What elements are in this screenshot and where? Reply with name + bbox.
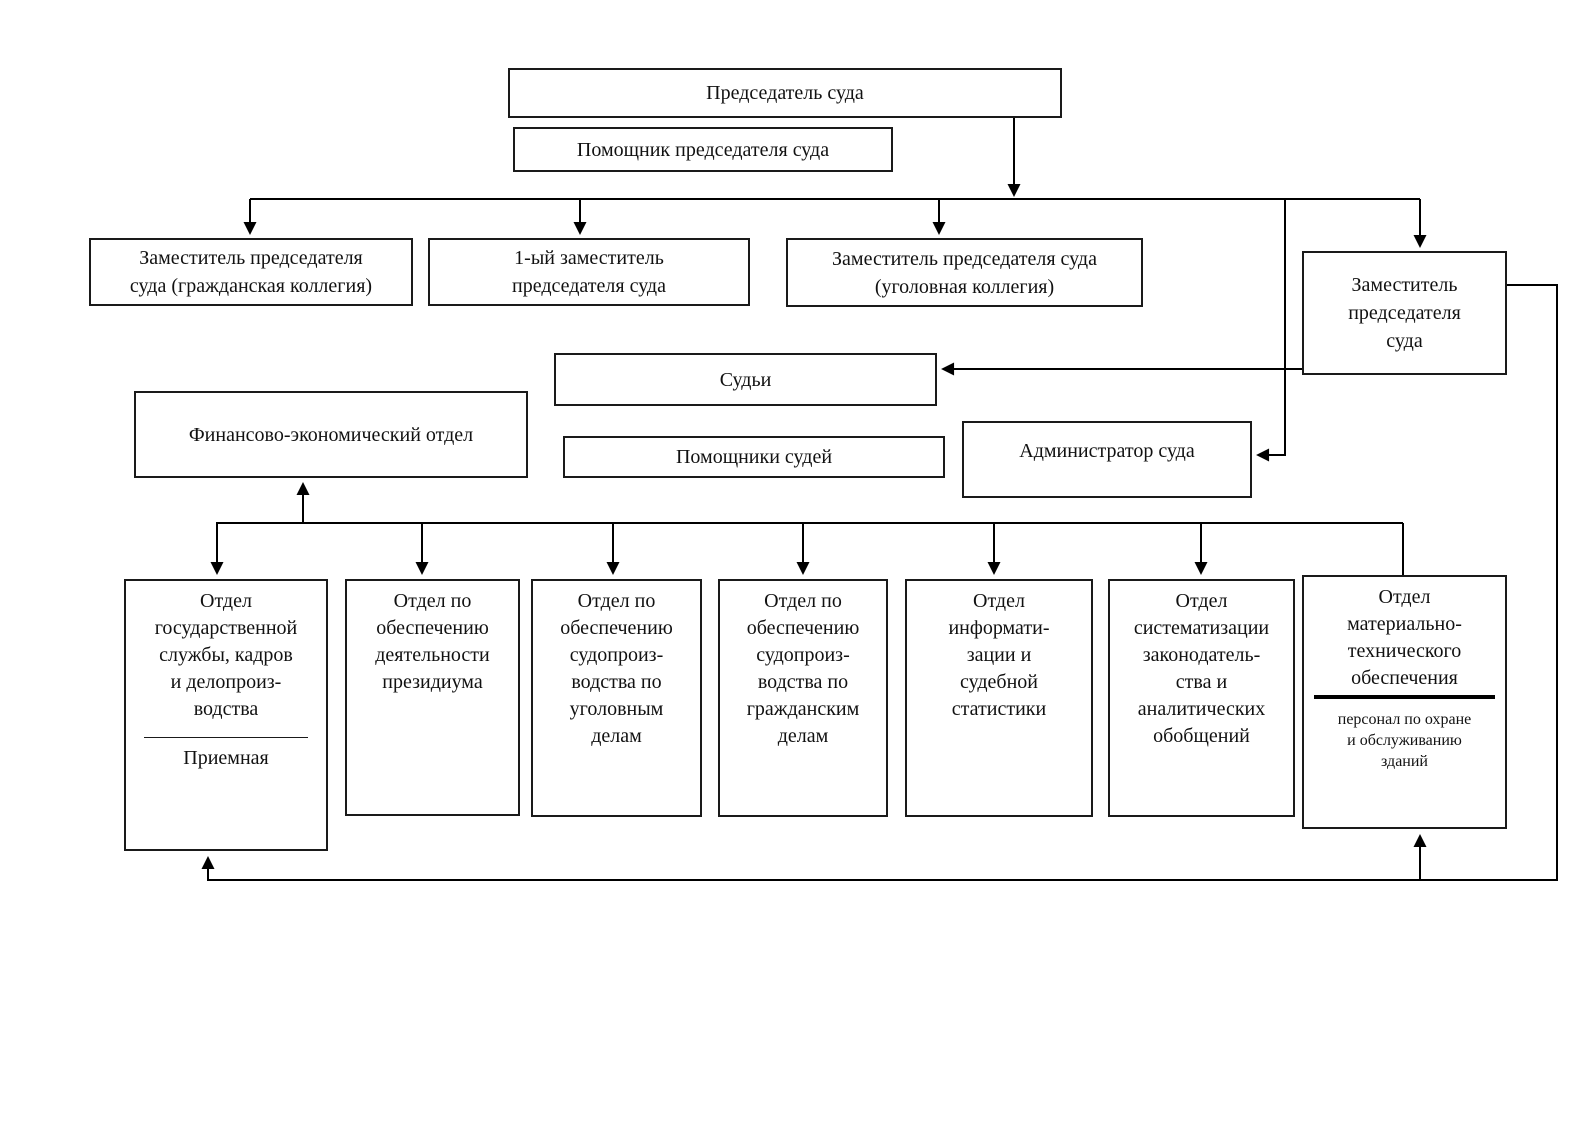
node-chairman-assistant: Помощник председателя суда	[513, 127, 893, 172]
node-judge-assistants-label: Помощники судей	[675, 446, 833, 468]
node-chairman-label: Председатель суда	[706, 82, 864, 104]
node-deputy-civil: Заместитель председателя суда (гражданск…	[89, 238, 413, 306]
node-deputy-chairman: Заместитель председателя суда	[1302, 251, 1507, 375]
node-finance-dept-label: Финансово-экономический отдел	[188, 423, 474, 446]
node-court-administrator-label: Администратор суда	[1019, 440, 1195, 462]
separator-line-thick	[1314, 695, 1495, 699]
node-first-deputy: 1-ый заместитель председателя суда	[428, 238, 750, 306]
node-dept-systematization: Отдел систематизации законодатель- ства …	[1108, 579, 1295, 817]
node-dept-criminal-proceedings: Отдел по обеспечению судопроиз- водства …	[531, 579, 702, 817]
node-dept-logistics-staff-label: персонал по охране и обслуживанию зданий	[1337, 711, 1472, 770]
node-dept-logistics: Отдел материально- технического обеспече…	[1302, 575, 1507, 829]
node-judges: Судьи	[554, 353, 937, 406]
node-deputy-criminal: Заместитель председателя суда (уголовная…	[786, 238, 1143, 307]
node-judges-label: Судьи	[719, 368, 772, 391]
node-first-deputy-label: 1-ый заместитель председателя суда	[512, 247, 666, 297]
node-chairman-assistant-label: Помощник председателя суда	[576, 138, 830, 161]
node-dept-hr-records: Отдел государственной службы, кадров и д…	[124, 579, 328, 851]
node-court-administrator: Администратор суда	[962, 421, 1252, 498]
node-dept-presidium: Отдел по обеспечению деятельности презид…	[345, 579, 520, 816]
node-dept-systematization-label: Отдел систематизации законодатель- ства …	[1133, 590, 1270, 747]
node-dept-hr-records-label: Отдел государственной службы, кадров и д…	[154, 590, 298, 720]
node-judge-assistants: Помощники судей	[563, 436, 945, 478]
node-dept-informatization: Отдел информати- зации и судебной статис…	[905, 579, 1093, 817]
node-dept-criminal-proceedings-label: Отдел по обеспечению судопроиз- водства …	[560, 590, 673, 747]
node-dept-informatization-label: Отдел информати- зации и судебной статис…	[948, 590, 1050, 720]
node-dept-hr-reception-label: Приемная	[183, 747, 269, 769]
node-chairman: Председатель суда	[508, 68, 1062, 118]
node-dept-presidium-label: Отдел по обеспечению деятельности презид…	[375, 590, 490, 693]
node-dept-civil-proceedings: Отдел по обеспечению судопроиз- водства …	[718, 579, 888, 817]
node-deputy-civil-label: Заместитель председателя суда (гражданск…	[129, 247, 373, 297]
separator-line	[144, 737, 308, 738]
node-dept-civil-proceedings-label: Отдел по обеспечению судопроиз- водства …	[746, 590, 860, 747]
node-finance-dept: Финансово-экономический отдел	[134, 391, 528, 478]
node-dept-logistics-label: Отдел материально- технического обеспече…	[1347, 586, 1462, 689]
node-deputy-chairman-label: Заместитель председателя суда	[1348, 274, 1461, 352]
node-deputy-criminal-label: Заместитель председателя суда (уголовная…	[832, 247, 1097, 298]
